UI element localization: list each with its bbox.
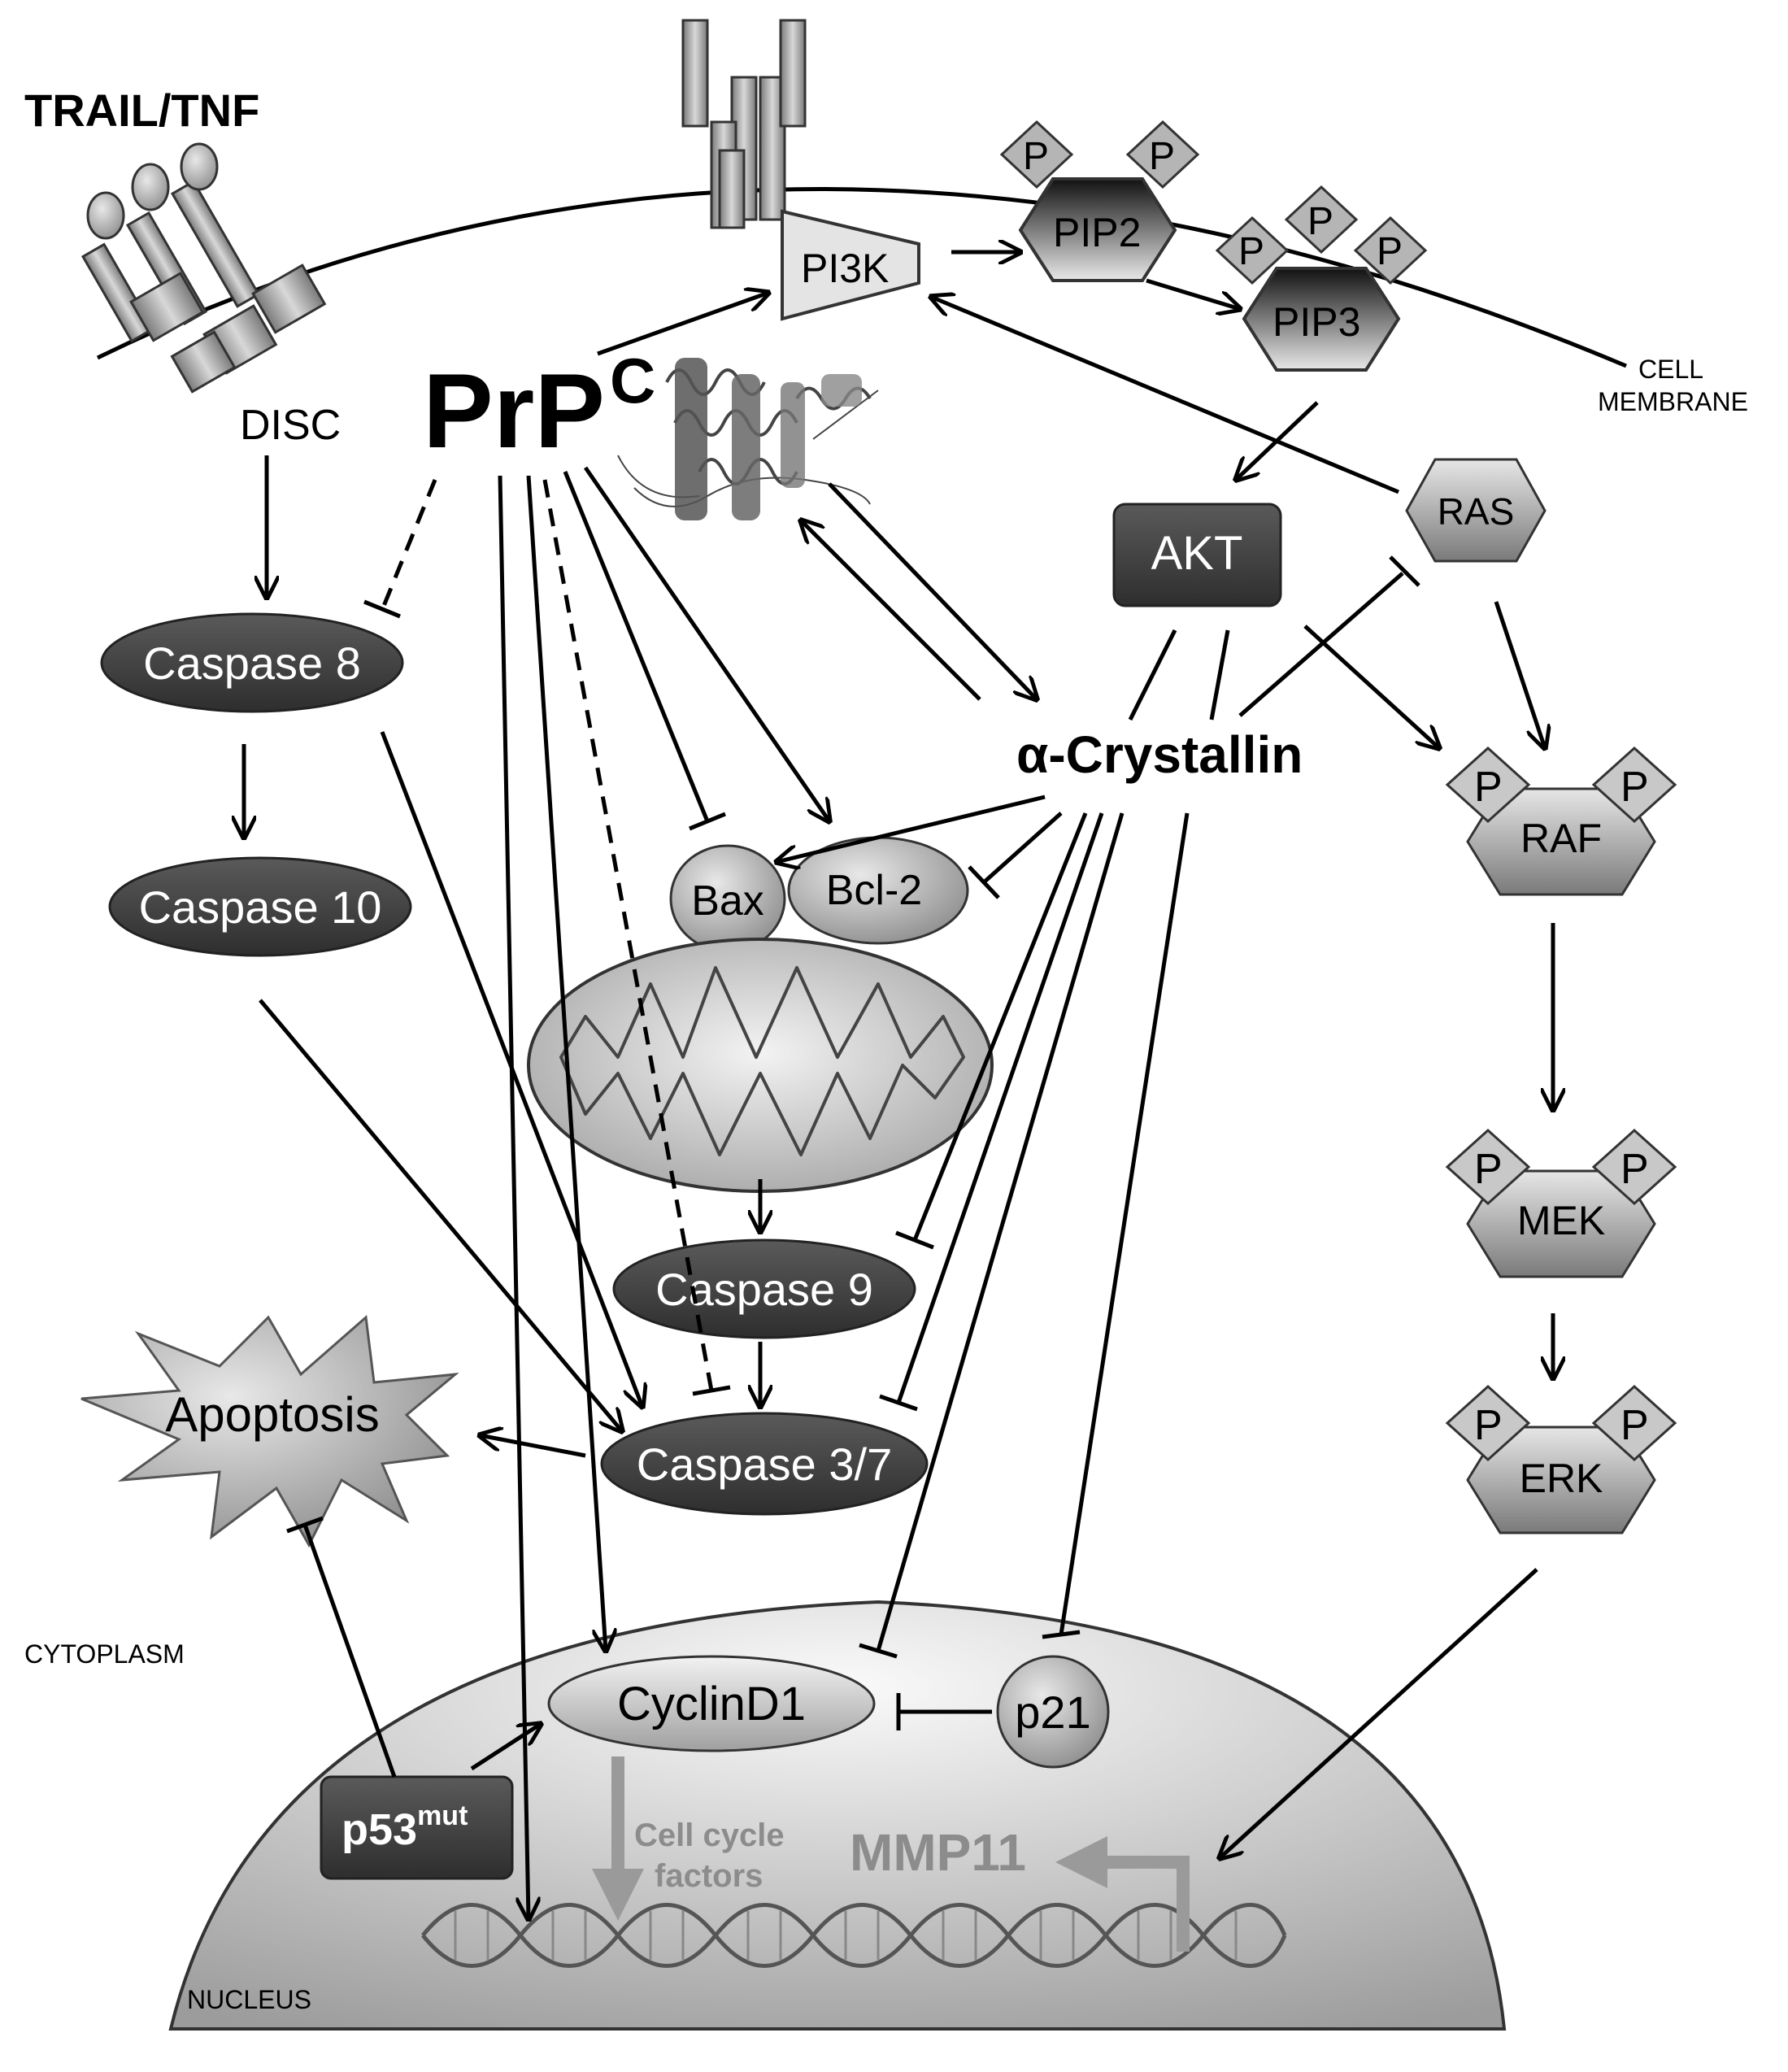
svg-text:Caspase 10: Caspase 10 [139, 881, 382, 933]
raf-node: P P RAF [1445, 746, 1677, 896]
svg-text:P: P [1149, 135, 1175, 178]
p21-node: p21 [996, 1655, 1110, 1769]
svg-text:P: P [1474, 764, 1503, 811]
ras-node: RAS [1405, 458, 1547, 563]
cyclind1-node: CyclinD1 [547, 1655, 876, 1752]
caspase37-node: Caspase 3/7 [600, 1412, 929, 1516]
svg-text:PIP3: PIP3 [1272, 299, 1360, 345]
erk-node: P P ERK [1445, 1384, 1677, 1534]
cell-membrane [96, 186, 1627, 368]
svg-text:P: P [1474, 1146, 1503, 1193]
svg-text:P: P [1377, 230, 1403, 273]
cytoplasm-label: CYTOPLASM [24, 1639, 185, 1669]
trail-tnf-receptor-complex [80, 142, 327, 394]
apoptosis-node: Apoptosis [80, 1315, 459, 1548]
dna-helix [421, 1903, 1287, 1968]
alpha-crystallin-label: α-Crystallin [1016, 725, 1303, 784]
svg-text:PIP2: PIP2 [1053, 210, 1141, 255]
pi3k-node: PI3K [781, 209, 920, 321]
p53mut-node: p53mut [320, 1775, 514, 1880]
akt-node: AKT [1112, 503, 1282, 607]
svg-text:P: P [1238, 230, 1264, 273]
edges [244, 252, 1553, 1952]
svg-text:AKT: AKT [1151, 527, 1243, 580]
svg-text:P: P [1621, 1402, 1649, 1449]
mitochondrion [527, 938, 994, 1193]
svg-text:P: P [1307, 200, 1333, 243]
caspase10-node: Caspase 10 [108, 856, 412, 957]
nucleus-label: NUCLEUS [187, 1985, 311, 2014]
svg-text:P: P [1023, 135, 1049, 178]
svg-text:Caspase 3/7: Caspase 3/7 [637, 1439, 892, 1490]
svg-text:P: P [1621, 1146, 1649, 1193]
prpc-protein-structure [617, 358, 879, 520]
pip2-node: P P PIP2 [999, 120, 1200, 282]
svg-text:P: P [1621, 764, 1649, 811]
svg-text:ERK: ERK [1520, 1456, 1603, 1501]
svg-text:P: P [1474, 1402, 1503, 1449]
disc-label: DISC [240, 402, 341, 449]
svg-text:p21: p21 [1015, 1687, 1090, 1738]
svg-text:Apoptosis: Apoptosis [165, 1387, 380, 1442]
membrane-receptor [681, 19, 807, 229]
svg-text:Caspase 8: Caspase 8 [143, 638, 361, 689]
svg-text:p53mut: p53mut [342, 1800, 468, 1854]
prpc-label: PrPC [423, 345, 655, 470]
caspase9-node: Caspase 9 [612, 1238, 916, 1339]
cell-cycle-factors-label-line1: Cell cycle [634, 1817, 785, 1853]
cell-membrane-label-line2: MEMBRANE [1598, 387, 1748, 416]
bax-node: Bax [669, 844, 786, 953]
svg-text:RAS: RAS [1438, 490, 1515, 533]
cell-cycle-factors-label-line2: factors [655, 1858, 763, 1894]
caspase8-node: Caspase 8 [100, 612, 404, 713]
bcl2-node: Bcl-2 [787, 836, 969, 945]
svg-text:Bcl-2: Bcl-2 [826, 867, 922, 914]
svg-text:Bax: Bax [691, 877, 764, 925]
svg-text:PI3K: PI3K [801, 246, 889, 291]
mmp11-label: MMP11 [850, 1823, 1026, 1882]
pip3-node: P P P PIP3 [1215, 185, 1428, 372]
svg-text:MEK: MEK [1517, 1198, 1605, 1243]
svg-text:RAF: RAF [1520, 816, 1602, 861]
mek-node: P P MEK [1445, 1128, 1677, 1278]
svg-text:CyclinD1: CyclinD1 [617, 1678, 806, 1730]
trail-tnf-label: TRAIL/TNF [24, 85, 259, 136]
cell-membrane-label-line1: CELL [1638, 355, 1703, 384]
